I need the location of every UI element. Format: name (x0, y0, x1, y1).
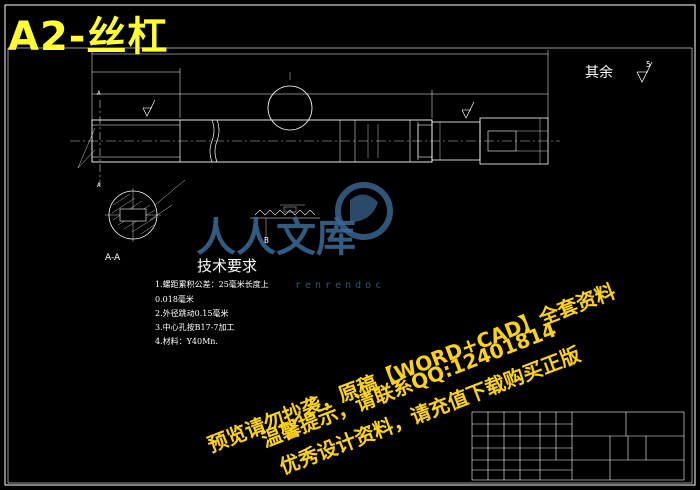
section-letter-top: A (97, 90, 101, 97)
finish-symbol (636, 61, 653, 83)
detail-label: B (264, 236, 269, 245)
logo-ring (335, 182, 393, 240)
tech-requirements-title: 技术要求 (197, 257, 258, 275)
inner-frame (7, 47, 693, 484)
outer-border (4, 4, 696, 486)
surface-finish-value: 5 (646, 60, 651, 69)
section-letter-bottom: A (97, 182, 101, 189)
surface-finish-note: 其余 (585, 65, 613, 81)
title-block (471, 411, 685, 481)
section-label: A-A (105, 253, 121, 263)
tech-requirement-2: 0.018毫米 (155, 295, 194, 304)
tech-requirement-4: 3.中心孔按B17-7加工 (155, 323, 235, 332)
tech-requirement-1: 1.螺距累积公差：25毫米长度上 (155, 280, 269, 289)
logo-chars: 人人文库 (196, 215, 356, 261)
detail-circle (267, 85, 313, 131)
tech-requirement-5: 4.材料：Y40Mn. (155, 337, 218, 346)
tech-requirement-3: 2.外径跳动0.15毫米 (155, 309, 229, 318)
drawing-title: A2-丝杠 (8, 14, 169, 60)
logo-sub: renrendoc (295, 280, 386, 291)
thread-profile (254, 209, 316, 216)
